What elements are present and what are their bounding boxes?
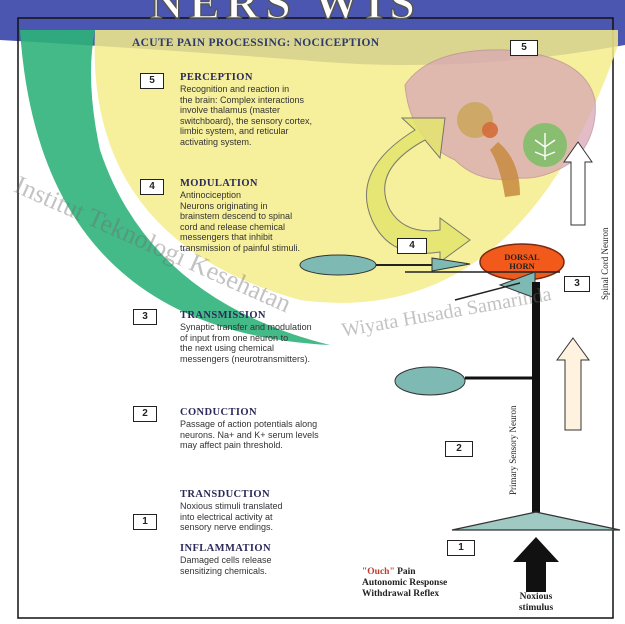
dorsal-horn-line: HORN [509, 261, 535, 271]
ascending-arrow-upper [563, 141, 593, 226]
stage-heading: MODULATION [180, 178, 258, 189]
ouch-pain: Pain [394, 567, 416, 577]
noxious-stimulus-arrow [513, 537, 559, 592]
description-line: Recognition and reaction in [180, 84, 290, 94]
withdrawal-reflex-line: Withdrawal Reflex [362, 589, 440, 599]
description-line: Antinociception [180, 190, 242, 200]
primary-sensory-neuron-label: Primary Sensory Neuron [508, 405, 518, 496]
description-line: into electrical activity at [180, 511, 273, 522]
ouch-pain-line: "Ouch" Pain [362, 567, 447, 578]
brainstem-shape [490, 142, 520, 197]
stage-heading: TRANSMISSION [180, 310, 266, 321]
descending-neuron-body [299, 254, 377, 276]
stage-number-badge: 1 [133, 514, 157, 530]
spinal-cord-neuron-label: Spinal Cord Neuron [600, 227, 610, 301]
diagram-box-2: 2 [445, 441, 473, 457]
description-line: involve thalamus (master [180, 105, 281, 116]
stage-description: Noxious stimuli translated into electric… [180, 501, 380, 533]
stage-number-badge: 2 [133, 406, 157, 422]
inflammation-description: Damaged cells release sensitizing chemic… [180, 555, 380, 576]
description-line: the brain: Complex interactions [180, 94, 305, 105]
stage-number-badge: 3 [133, 309, 157, 325]
stage-heading: TRANSDUCTION [180, 489, 270, 500]
description-line: Noxious stimuli translated [180, 501, 283, 511]
diagram-box-3: 3 [564, 276, 590, 292]
cerebellum-branches [534, 133, 556, 160]
dorsal-horn-line: DORSAL [504, 252, 540, 262]
description-line: Synaptic transfer and modulation [180, 322, 312, 332]
description-line: the next using chemical [180, 343, 275, 354]
descending-modulation-arrow [365, 117, 471, 263]
autonomic-response-line: Autonomic Response [362, 578, 448, 588]
noxious-line: Noxious [519, 592, 553, 602]
synapse-triangle-upper [431, 257, 471, 272]
description-line: brainstem descend to spinal [180, 211, 293, 222]
nerve-ending-triangle [451, 511, 621, 531]
diagram-title: ACUTE PAIN PROCESSING: NOCICEPTION [132, 37, 380, 49]
diagram-box-5: 5 [510, 40, 538, 56]
description-line: of input from one neuron to [180, 332, 289, 343]
description-line: Damaged cells release [180, 555, 272, 565]
diagram-box-4: 4 [397, 238, 427, 254]
description-line: neurons. Na+ and K+ serum levels [180, 429, 319, 440]
inflammation-heading: INFLAMMATION [180, 543, 271, 554]
outer-frame [17, 17, 614, 619]
response-text: "Ouch" Pain Autonomic Response Withdrawa… [362, 567, 447, 600]
description-line: transmission of painful stimuli. [180, 242, 301, 253]
stage-description: Synaptic transfer and modulation of inpu… [180, 322, 390, 364]
stage-description: Recognition and reaction in the brain: C… [180, 84, 380, 148]
stage-number-badge: 4 [140, 179, 164, 195]
description-line: cord and release chemical [180, 221, 286, 232]
brain-core [482, 122, 498, 138]
description-line: Passage of action potentials along [180, 419, 318, 429]
description-line: messengers (neurotransmitters). [180, 353, 311, 364]
diagram-box-1: 1 [447, 540, 475, 556]
ouch-quote: "Ouch" [362, 567, 395, 577]
stage-heading: PERCEPTION [180, 72, 253, 83]
stage-number-badge: 5 [140, 73, 164, 89]
stage-description: Passage of action potentials along neuro… [180, 419, 395, 451]
stage-description: Antinociception Neurons originating in b… [180, 190, 380, 254]
synapse-diagonal [454, 282, 521, 301]
ascending-arrow-lower [556, 337, 590, 431]
green-arc [20, 30, 330, 345]
sensory-neuron-body [394, 366, 466, 396]
description-line: sensitizing chemicals. [180, 565, 268, 576]
stimulus-line: stimulus [518, 603, 554, 613]
description-line: messengers that inhibit [180, 232, 273, 243]
description-line: activating system. [180, 136, 252, 147]
description-line: limbic system, and reticular [180, 126, 289, 137]
noxious-stimulus-label: Noxious stimulus [505, 592, 567, 614]
stage-heading: CONDUCTION [180, 407, 257, 418]
dorsal-horn-label: DORSAL HORN [492, 253, 552, 271]
description-line: Neurons originating in [180, 200, 268, 211]
banner-text: NERS WIS [149, 0, 421, 29]
description-line: sensory nerve endings. [180, 522, 274, 533]
description-line: switchboard), the sensory cortex, [180, 115, 313, 126]
description-line: may affect pain threshold. [180, 440, 283, 451]
